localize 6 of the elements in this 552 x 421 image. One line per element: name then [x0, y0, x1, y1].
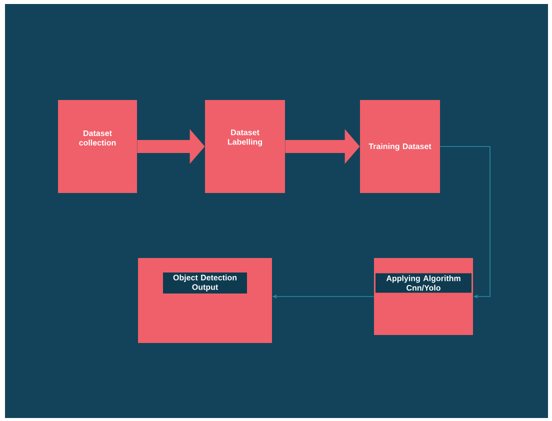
connector-arrow — [440, 146, 490, 299]
process-box: Applying Algorithm Cnn/Yolo — [374, 258, 473, 335]
process-box: Training Dataset — [360, 100, 440, 193]
process-box: Dataset collection — [58, 100, 137, 193]
process-box: Object Detection Output — [138, 258, 272, 343]
process-box: Dataset Labelling — [205, 100, 285, 193]
